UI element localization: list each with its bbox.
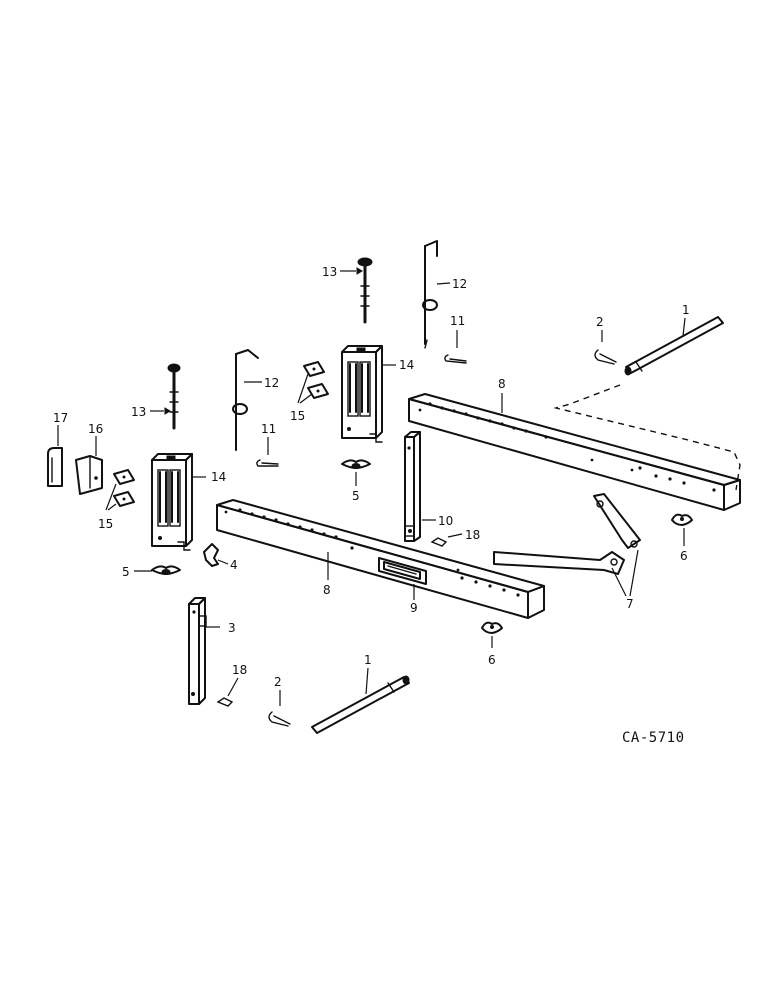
spring-bracket-lower — [151, 453, 193, 551]
hook-clip — [203, 543, 219, 567]
callout-5-upper: 5 — [352, 489, 360, 503]
shield-plate — [47, 447, 63, 487]
callout-17: 17 — [53, 411, 68, 425]
spring-pin-lower — [216, 697, 234, 707]
callout-6-upper: 6 — [680, 549, 688, 563]
cotter-pin-lower — [256, 459, 279, 467]
upstand-bar — [404, 431, 421, 542]
plate-upper-b — [307, 383, 329, 399]
callout-14-lower: 14 — [211, 470, 226, 484]
callout-9: 9 — [410, 601, 418, 615]
carriage-bolt-lower — [167, 363, 181, 430]
wing-nut-lower — [151, 565, 181, 575]
drawing-code: CA-5710 — [622, 730, 685, 746]
upright-bar — [188, 597, 207, 705]
callout-12-upper: 12 — [452, 277, 467, 291]
callout-15-lower: 15 — [98, 517, 113, 531]
callout-2-lower: 2 — [274, 675, 282, 689]
decal-plate — [378, 557, 427, 585]
callout-7: 7 — [626, 597, 634, 611]
clip-lower — [481, 621, 503, 634]
latch-rod-lower — [232, 349, 259, 451]
wing-nut-upper — [341, 459, 371, 469]
callout-12-lower: 12 — [264, 376, 279, 390]
callout-11-lower: 11 — [261, 422, 276, 436]
spring-bracket-upper — [341, 345, 383, 443]
callout-8-lower: 8 — [323, 583, 331, 597]
callout-5-lower: 5 — [122, 565, 130, 579]
plate-upper-a — [303, 361, 325, 377]
brace-strap-upper — [593, 493, 641, 549]
plate-lower-b — [113, 491, 135, 507]
angle-plate — [75, 455, 103, 495]
clip-upper — [671, 513, 693, 526]
callout-18-upper: 18 — [465, 528, 480, 542]
beam-lower — [216, 499, 545, 619]
beam-upper — [408, 393, 741, 511]
callout-11-upper: 11 — [450, 314, 465, 328]
hitch-pin-upper — [594, 349, 617, 365]
latch-rod-upper — [422, 240, 438, 349]
rod-lower — [311, 675, 410, 734]
callout-6-lower: 6 — [488, 653, 496, 667]
callout-10: 10 — [438, 514, 453, 528]
hitch-pin-lower — [268, 711, 291, 727]
plate-lower-a — [113, 469, 135, 485]
callout-2-upper: 2 — [596, 315, 604, 329]
callout-15-upper: 15 — [290, 409, 305, 423]
callout-14-upper: 14 — [399, 358, 414, 372]
callout-1-upper: 1 — [682, 303, 690, 317]
callout-3: 3 — [228, 621, 236, 635]
rod-upper — [624, 316, 724, 376]
callout-13-upper: 13 — [322, 265, 337, 279]
callout-4: 4 — [230, 558, 238, 572]
callout-13-lower: 13 — [131, 405, 146, 419]
callout-18-lower: 18 — [232, 663, 247, 677]
callout-8-upper: 8 — [498, 377, 506, 391]
carriage-bolt-upper — [357, 257, 373, 324]
brace-strap-lower — [493, 551, 625, 575]
callout-1-lower: 1 — [364, 653, 372, 667]
rod-assembly-dashed-line — [553, 384, 741, 491]
callout-16: 16 — [88, 422, 103, 436]
cotter-pin-upper — [444, 354, 467, 364]
spring-pin-upper — [430, 537, 448, 547]
